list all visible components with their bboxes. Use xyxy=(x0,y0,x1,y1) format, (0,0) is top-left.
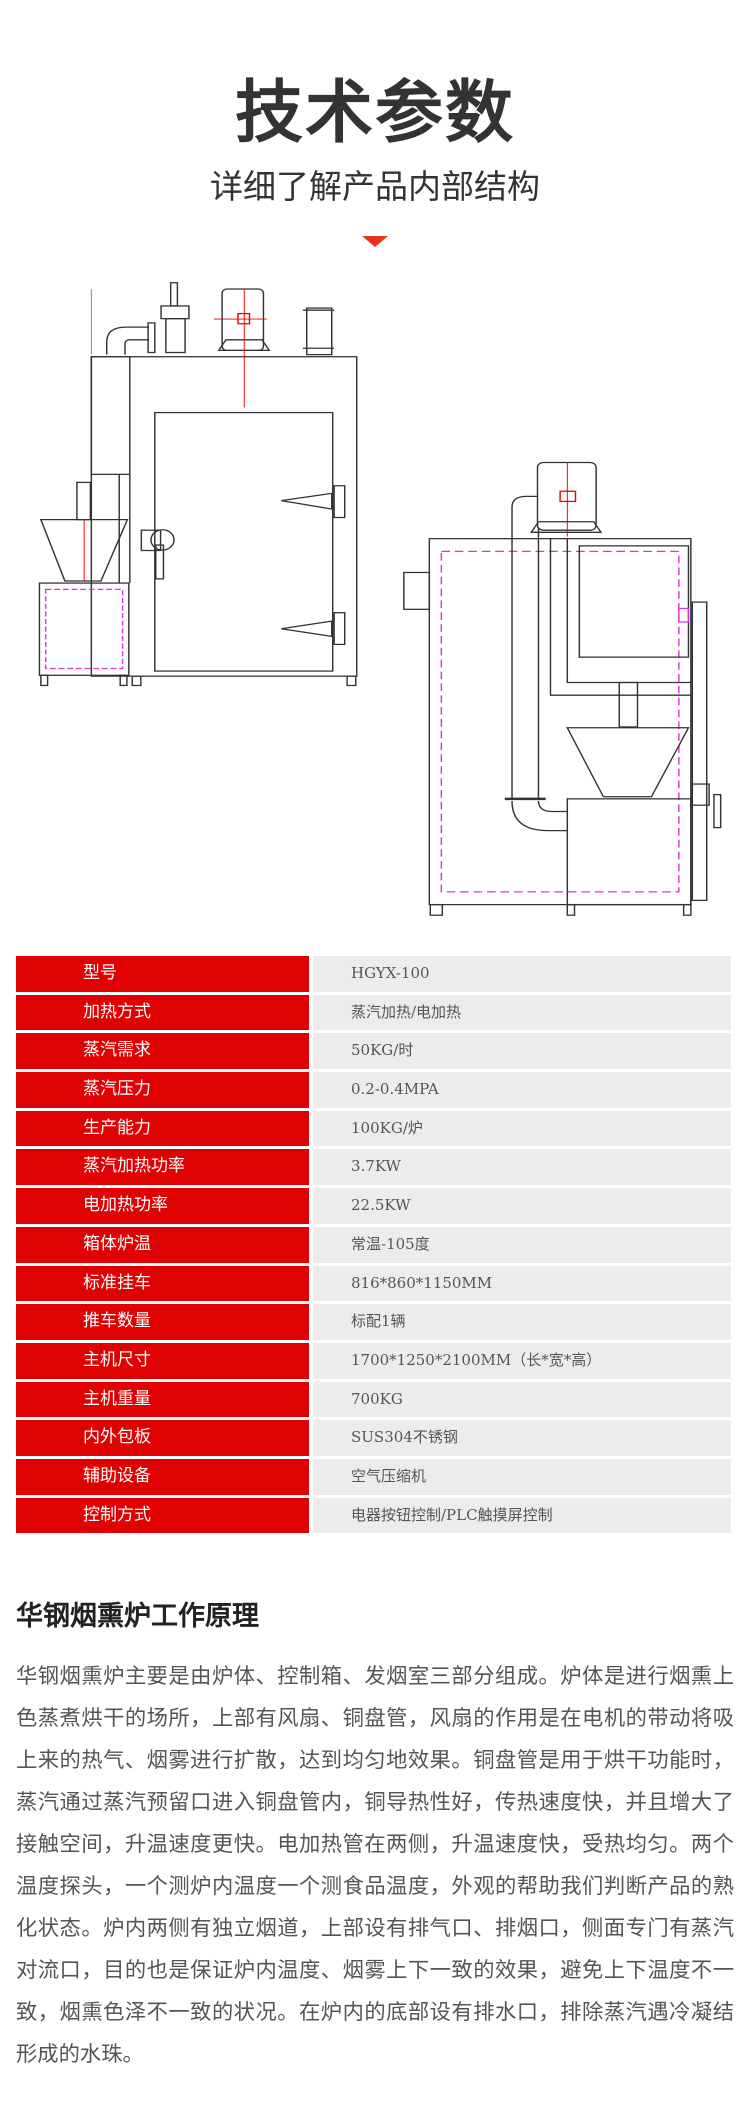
spec-label: 蒸汽需求 xyxy=(16,1033,309,1070)
spec-label: 辅助设备 xyxy=(16,1458,309,1495)
spec-value: 50KG/时 xyxy=(313,1033,731,1070)
spec-value: 标配1辆 xyxy=(313,1304,731,1340)
spec-label: 加热方式 xyxy=(16,994,309,1031)
spec-label: 主机尺寸 xyxy=(16,1342,309,1379)
spec-row: 箱体炉温常温-105度 xyxy=(16,1226,731,1263)
spec-row: 推车数量标配1辆 xyxy=(16,1304,731,1340)
section-heading: 华钢烟熏炉工作原理 xyxy=(16,1601,259,1632)
spec-label: 推车数量 xyxy=(16,1304,309,1340)
page-subtitle: 详细了解产品内部结构 xyxy=(210,167,540,206)
spec-label: 控制方式 xyxy=(16,1497,309,1534)
spec-value: 蒸汽加热/电加热 xyxy=(313,994,731,1031)
triangle-down-icon xyxy=(362,236,388,247)
spec-label: 内外包板 xyxy=(16,1420,309,1456)
side-view xyxy=(403,461,722,916)
spec-value: 816*860*1150MM xyxy=(313,1265,731,1302)
spec-row: 控制方式电器按钮控制/PLC触摸屏控制 xyxy=(16,1497,731,1534)
spec-label: 主机重量 xyxy=(16,1381,309,1418)
spec-value: 3.7KW xyxy=(313,1149,731,1186)
spec-value: 1700*1250*2100MM（长*宽*高） xyxy=(313,1342,731,1379)
spec-label: 电加热功率 xyxy=(16,1188,309,1224)
spec-label: 箱体炉温 xyxy=(16,1226,309,1263)
spec-value: 电器按钮控制/PLC触摸屏控制 xyxy=(313,1497,731,1534)
spec-value: 常温-105度 xyxy=(313,1226,731,1263)
front-view xyxy=(38,282,358,687)
spec-label: 标准挂车 xyxy=(16,1265,309,1302)
spec-value: 0.2-0.4MPA xyxy=(313,1072,731,1108)
spec-value: HGYX-100 xyxy=(313,956,731,992)
spec-row: 加热方式蒸汽加热/电加热 xyxy=(16,994,731,1031)
spec-value: SUS304不锈钢 xyxy=(313,1420,731,1456)
spec-label: 蒸汽压力 xyxy=(16,1072,309,1108)
spec-row: 辅助设备空气压缩机 xyxy=(16,1458,731,1495)
spec-value: 空气压缩机 xyxy=(313,1458,731,1495)
spec-value: 700KG xyxy=(313,1381,731,1418)
spec-label: 蒸汽加热功率 xyxy=(16,1149,309,1186)
page-title: 技术参数 xyxy=(234,74,515,153)
principle-paragraph: 华钢烟熏炉主要是由炉体、控制箱、发烟室三部分组成。炉体是进行烟熏上色蒸煮烘干的场… xyxy=(16,1664,734,2067)
spec-label: 生产能力 xyxy=(16,1110,309,1147)
spec-value: 100KG/炉 xyxy=(313,1110,731,1147)
spec-label: 型号 xyxy=(16,956,309,992)
smokehouse-technical-drawing xyxy=(38,282,722,916)
spec-value: 22.5KW xyxy=(313,1188,731,1224)
